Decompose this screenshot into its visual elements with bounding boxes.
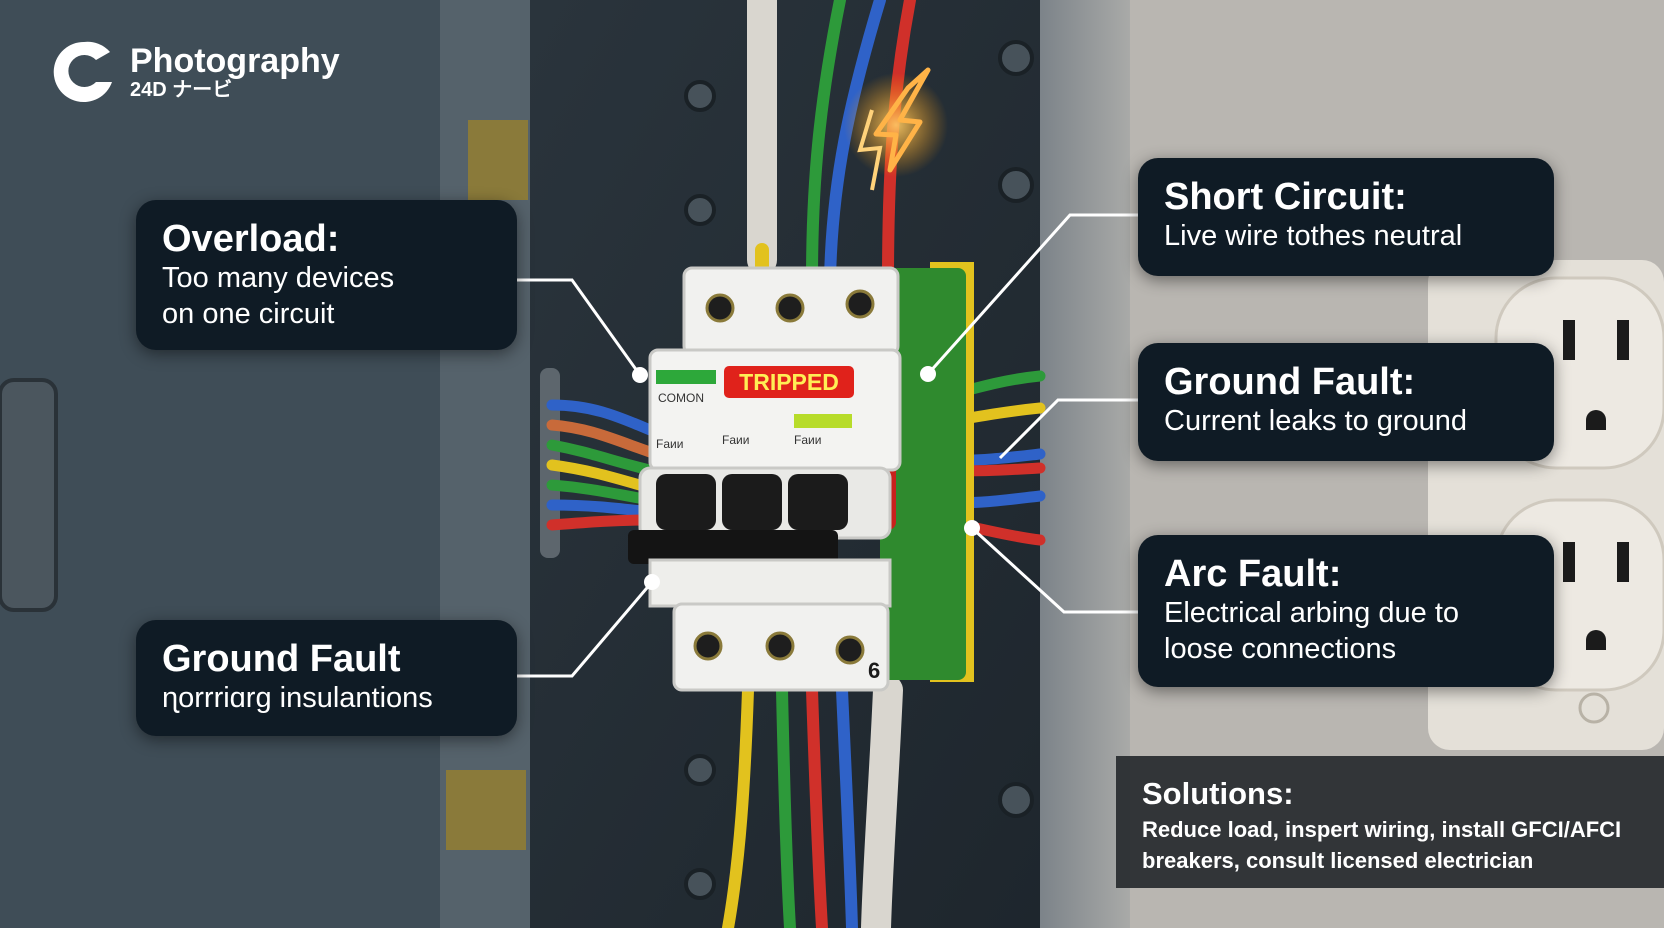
breaker-toggle-3 bbox=[788, 474, 848, 530]
connector-short bbox=[926, 213, 1138, 375]
bolt bbox=[998, 782, 1034, 818]
callout-title: Ground Fault: bbox=[1164, 361, 1416, 403]
callout-title: Overload: bbox=[162, 218, 340, 260]
callout-title: Arc Fault: bbox=[1164, 553, 1342, 595]
bolt bbox=[684, 194, 716, 226]
connector-ground-right bbox=[998, 398, 1138, 460]
connector-lines bbox=[517, 213, 1138, 678]
connector-dot bbox=[920, 366, 936, 382]
slot bbox=[1617, 542, 1629, 582]
callout-arc-fault: Arc Fault: Electrical arbing due to loos… bbox=[1138, 535, 1554, 687]
slot bbox=[1563, 542, 1575, 582]
wire-yellow bbox=[722, 684, 754, 928]
brand-sub: 24D ナービ bbox=[130, 79, 233, 101]
breaker-toggle-1 bbox=[656, 474, 716, 530]
pole-number: 6 bbox=[868, 658, 880, 683]
wire-blue bbox=[836, 684, 858, 928]
callout-desc: Current leaks to ground bbox=[1164, 405, 1468, 437]
connector-dot bbox=[644, 574, 660, 590]
green-indicator bbox=[656, 370, 716, 384]
connector-ground-left bbox=[517, 581, 654, 678]
breaker-toggle-2 bbox=[722, 474, 782, 530]
wire-green bbox=[806, 0, 846, 286]
connector-overload bbox=[517, 278, 642, 376]
callout-desc: Electrical arbing due to bbox=[1164, 597, 1459, 629]
ground-hole bbox=[1586, 630, 1606, 650]
solutions-title: Solutions: bbox=[1142, 776, 1294, 811]
callout-desc: Too many devices bbox=[162, 262, 395, 294]
terminal-screw bbox=[835, 635, 865, 665]
wire-green bbox=[546, 439, 656, 476]
callout-ground-fault-right: Ground Fault: Current leaks to ground bbox=[1138, 343, 1554, 461]
callout-desc: loose connections bbox=[1164, 633, 1397, 665]
bolt bbox=[998, 167, 1034, 203]
breaker-handle-bar bbox=[628, 530, 838, 564]
callout-short-circuit: Short Circuit: Live wire tothes neutral bbox=[1138, 158, 1554, 276]
wire-orange bbox=[546, 419, 656, 458]
circuit-breaker: TRIPPED COMON Fаии Fаии Fаии 6 bbox=[628, 262, 974, 692]
terminal-screws bbox=[705, 289, 875, 323]
spark-bolt-2 bbox=[857, 109, 883, 191]
bolt bbox=[998, 40, 1034, 76]
connector-dots bbox=[632, 366, 980, 590]
wire-red bbox=[546, 514, 656, 531]
slot bbox=[1563, 320, 1575, 360]
marking-mid: Fаии bbox=[722, 433, 749, 447]
hinge-top bbox=[468, 120, 528, 200]
callout-desc: ɳorrriɑrg insulantions bbox=[162, 682, 433, 714]
solutions-line: Reduce load, inspert wiring, install GFC… bbox=[1142, 817, 1622, 842]
bolt bbox=[684, 868, 716, 900]
solutions-panel: Solutions: Reduce load, inspert wiring, … bbox=[1116, 756, 1664, 888]
spark-bolt bbox=[873, 67, 931, 173]
connector-arc bbox=[970, 526, 1138, 614]
marking-left: Fаии bbox=[656, 437, 683, 451]
panel-bolts bbox=[684, 40, 1034, 900]
bolt bbox=[684, 754, 716, 786]
marking-right: Fаии bbox=[794, 433, 821, 447]
callout-overload: Overload: Too many devices on one circui… bbox=[136, 200, 517, 350]
terminal-screw bbox=[765, 631, 795, 661]
breaker-lower-body bbox=[648, 558, 892, 608]
door-handle bbox=[0, 378, 58, 612]
terminal-screw bbox=[693, 631, 723, 661]
left-door bbox=[0, 0, 470, 928]
connector-dot bbox=[632, 367, 648, 383]
callout-desc: on one circuit bbox=[162, 298, 335, 330]
callout-ground-fault-left: Ground Fault ɳorrriɑrg insulantions bbox=[136, 620, 517, 736]
breaker-model-label: COMON bbox=[658, 391, 704, 405]
callout-desc: Live wire tothes neutral bbox=[1164, 220, 1463, 252]
terminal-screw bbox=[705, 293, 735, 323]
hinge-bottom bbox=[446, 770, 526, 850]
wire-blue bbox=[824, 0, 886, 286]
wire-red bbox=[806, 684, 828, 928]
callout-title: Ground Fault bbox=[162, 638, 401, 680]
brand-logo: Photography 24D ナービ bbox=[50, 38, 340, 106]
brand-name: Photography bbox=[130, 42, 340, 80]
bottom-terminal-screws bbox=[693, 631, 865, 665]
connector-dot bbox=[964, 520, 980, 536]
terminal-screw bbox=[845, 289, 875, 319]
brand-logo-icon bbox=[53, 41, 112, 102]
brand-text: Photography 24D ナービ bbox=[130, 43, 340, 101]
callout-title: Short Circuit: bbox=[1164, 176, 1407, 218]
wire-blue bbox=[546, 399, 656, 436]
tripped-label: TRIPPED bbox=[739, 369, 839, 395]
terminal-screw bbox=[775, 293, 805, 323]
solutions-line: breakers, consult licensed electrician bbox=[1142, 848, 1534, 873]
yellow-indicator bbox=[794, 414, 852, 428]
bolt bbox=[684, 80, 716, 112]
spark bbox=[844, 67, 948, 191]
tripped-badge bbox=[724, 366, 854, 398]
wire-green bbox=[776, 684, 796, 928]
ground-hole bbox=[1586, 410, 1606, 430]
right-door bbox=[1040, 0, 1130, 928]
wires-bottom bbox=[722, 675, 903, 928]
wire-conduit bbox=[861, 675, 903, 928]
plate-screw bbox=[1578, 692, 1610, 724]
slot bbox=[1617, 320, 1629, 360]
